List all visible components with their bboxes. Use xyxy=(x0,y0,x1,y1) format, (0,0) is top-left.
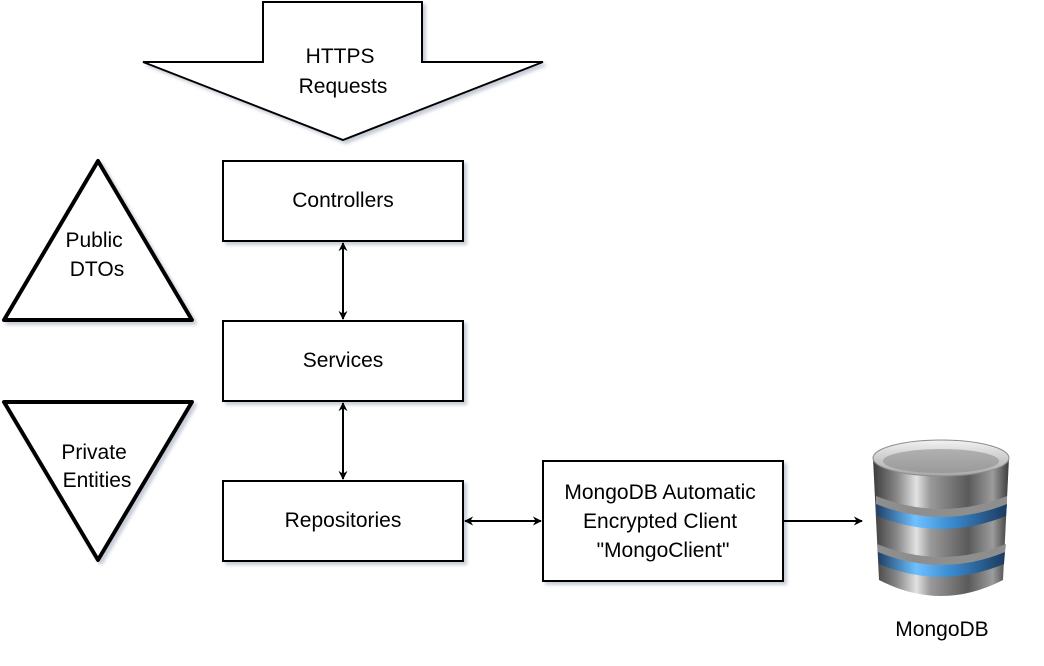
public-dtos-label: Public DTOs xyxy=(65,229,128,281)
private-entities-triangle: Private Entities xyxy=(2,400,194,562)
repositories-label: Repositories xyxy=(285,509,402,532)
database-cylinder-icon xyxy=(872,439,1010,596)
mongodb-label: MongoDB xyxy=(895,618,988,641)
private-entities-label: Private Entities xyxy=(61,441,132,492)
services-node: Services xyxy=(222,320,464,402)
https-requests-arrow: HTTPS Requests xyxy=(142,1,544,142)
mongo-client-node: MongoDB Automatic Encrypted Client "Mong… xyxy=(542,460,784,582)
mongo-client-label: MongoDB Automatic Encrypted Client "Mong… xyxy=(564,481,761,562)
repositories-node: Repositories xyxy=(222,480,464,562)
controllers-label: Controllers xyxy=(292,189,394,212)
https-requests-label: HTTPS Requests xyxy=(299,45,388,98)
controllers-node: Controllers xyxy=(222,160,464,242)
services-label: Services xyxy=(303,349,384,372)
public-dtos-triangle: Public DTOs xyxy=(2,159,194,322)
